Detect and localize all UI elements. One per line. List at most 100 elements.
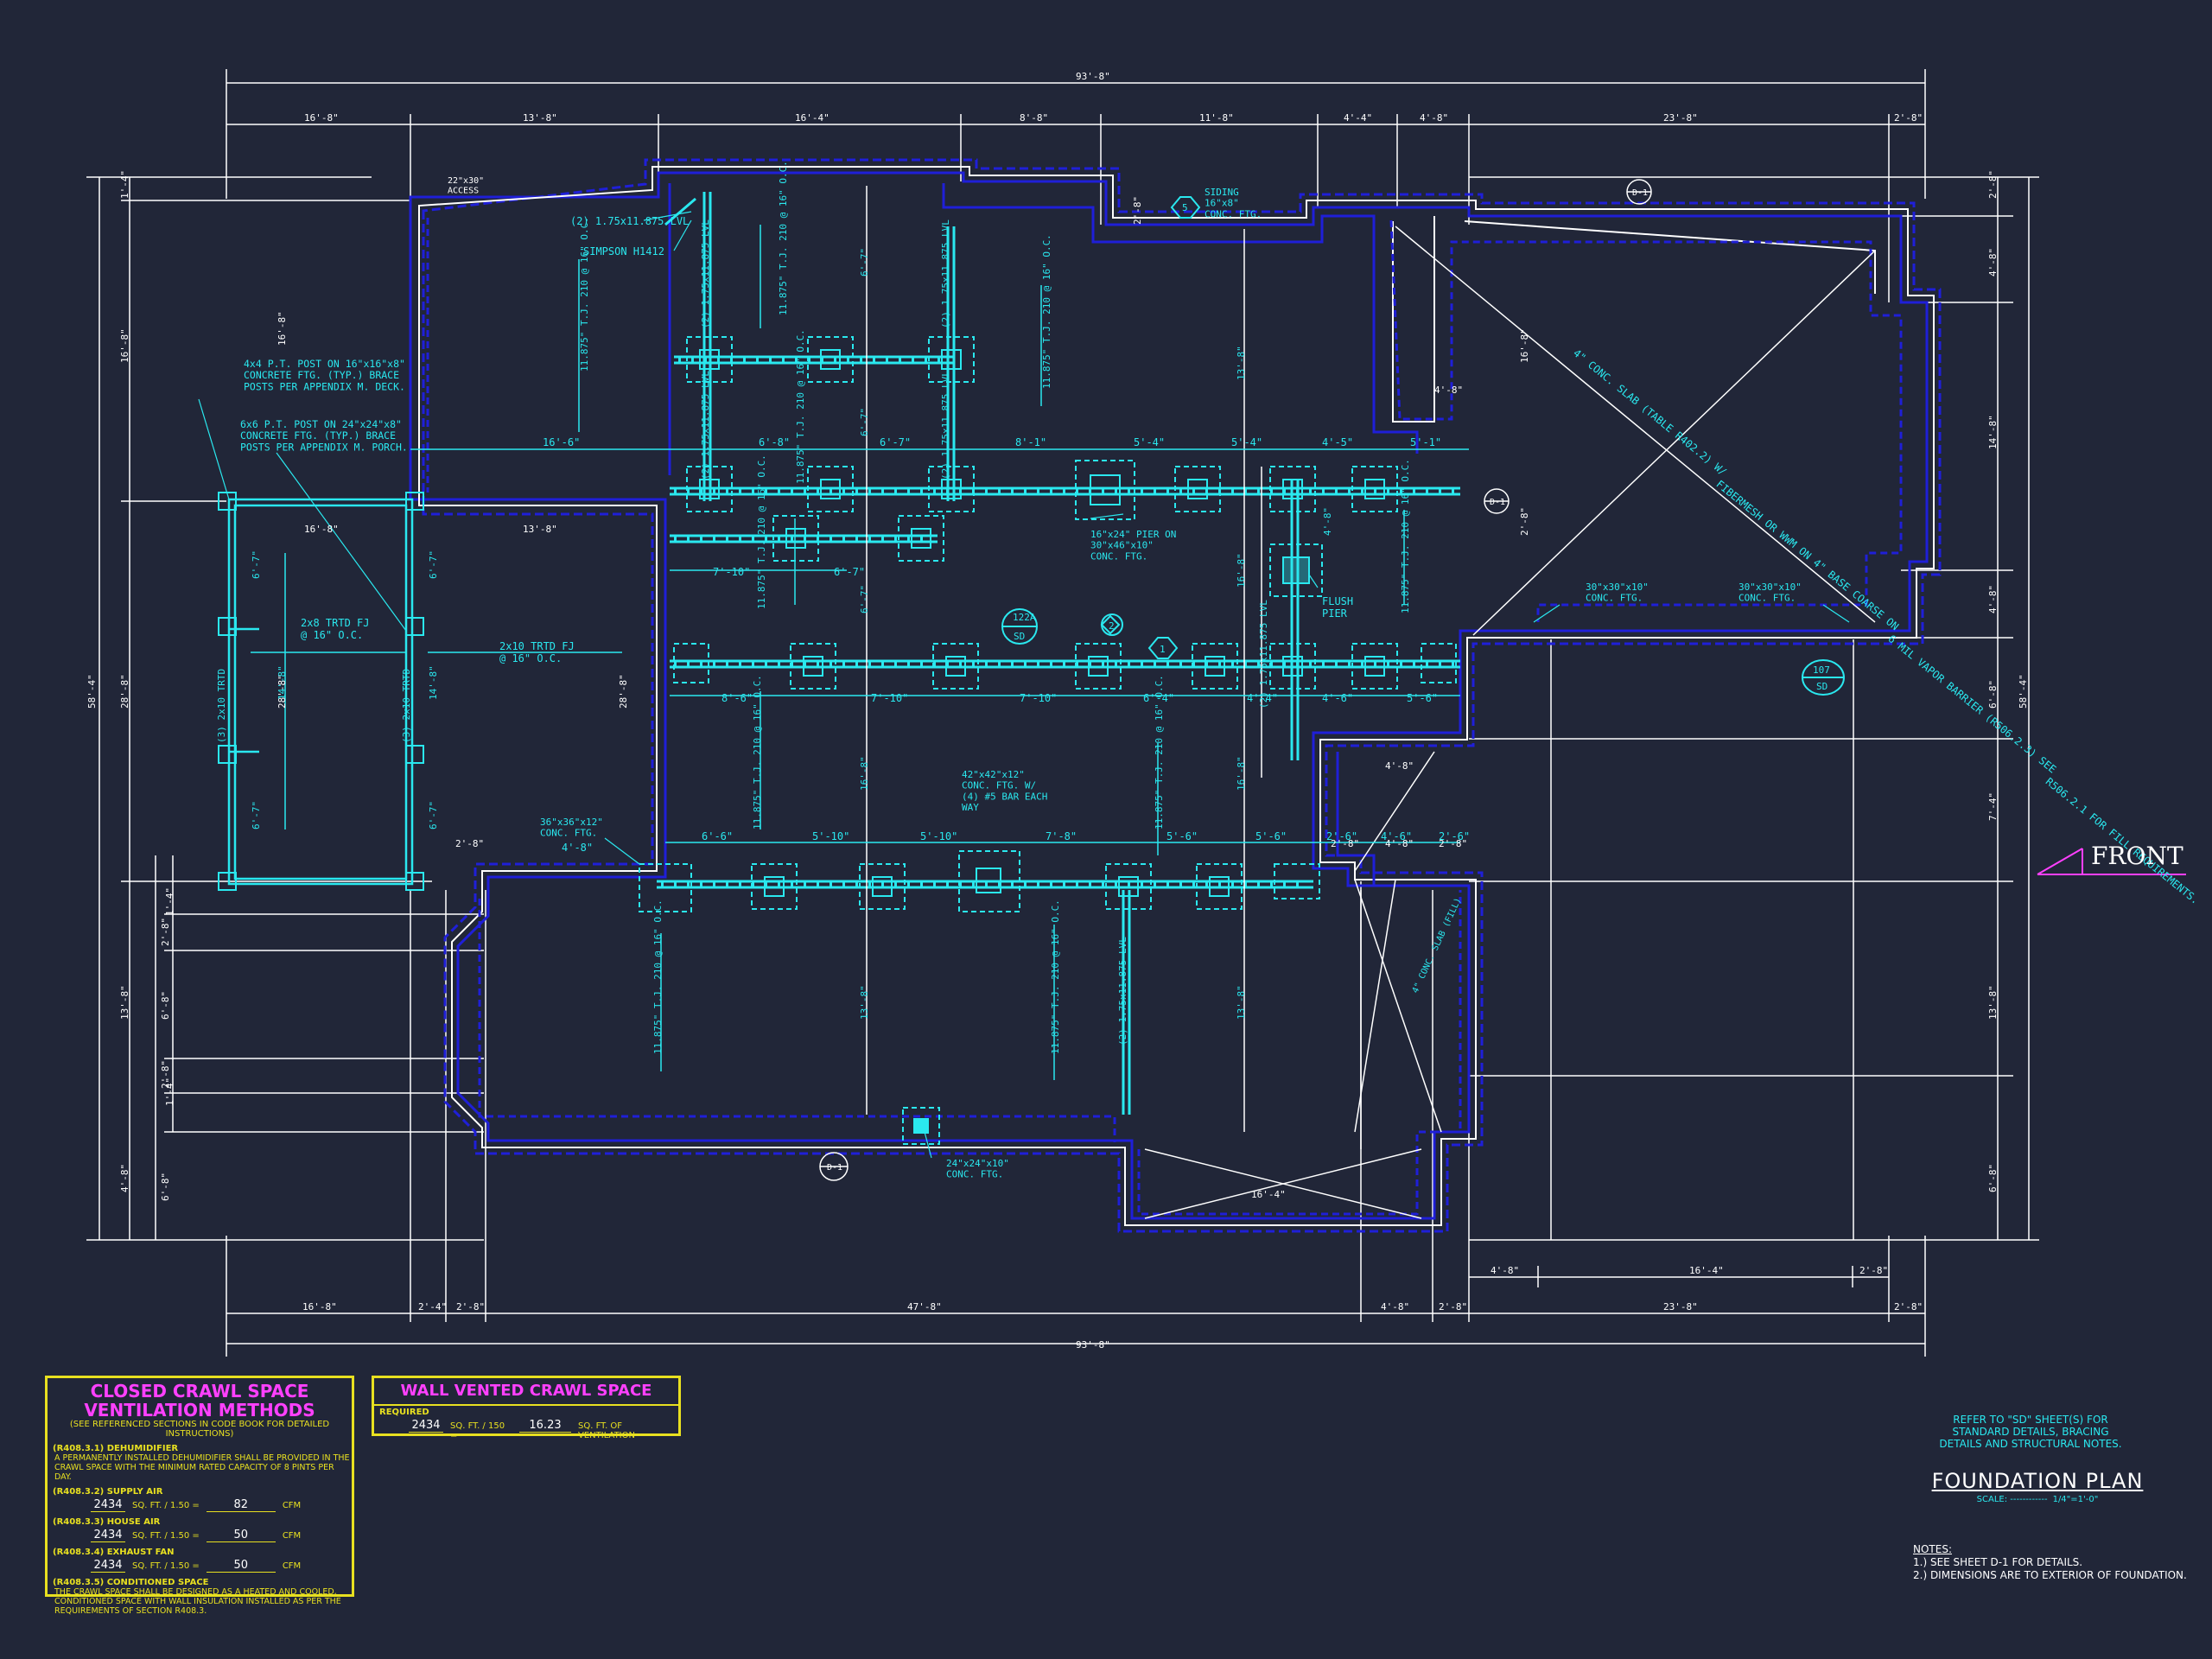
lvl-label: (2) 1.75x11.875 LVL: [570, 215, 689, 227]
tji-label: 11.875" T.J. 210 @ 16" O.C.: [756, 454, 767, 609]
left-dim: 1'-4": [119, 170, 130, 199]
v-dim: 16'-8": [859, 756, 870, 791]
left-dim: 4'-8": [119, 1164, 130, 1192]
vented-area-unit: SQ. FT. / 150 =: [450, 1421, 505, 1440]
tji-label: 11.875" T.J. 210 @ 16" O.C.: [579, 217, 590, 372]
bottom-upper-dim: 16'-4": [1689, 1265, 1724, 1276]
conditioned-space-heading: (R408.3.5) CONDITIONED SPACE: [53, 1578, 209, 1587]
interior-walls: [426, 183, 1903, 1216]
row1-dim: 4'-5": [1322, 436, 1353, 448]
house-air-cfm: 50: [206, 1529, 276, 1542]
front-label: FRONT: [2091, 842, 2183, 870]
right-dim: 2'-8": [1987, 170, 1999, 199]
white-dimension-text: 93'-8" 93'-8" 16'-8" 13'-8" 16'-4" 8'-8"…: [302, 71, 1923, 1351]
tji-label: 11.875" T.J. 210 @ 16" O.C.: [1050, 899, 1061, 1054]
closed-box-title-2: VENTILATION METHODS: [84, 1400, 315, 1421]
exhaust-fan-row: 2434 SQ. FT. / 1.50 = 50 CFM: [48, 1559, 352, 1573]
joist1-label: 2x8 TRTD FJ@ 16" O.C.: [301, 617, 369, 641]
small-cyan-dim: 4'-8": [562, 842, 593, 854]
small-dim: 2'-8": [455, 838, 484, 849]
row2-dim: 5'-6": [1407, 692, 1438, 704]
row2-dim: 4'-4": [1247, 692, 1278, 704]
supply-air-cfm: 82: [206, 1498, 276, 1512]
exhaust-fan-unit: SQ. FT. / 1.50 =: [132, 1561, 200, 1571]
row3-dim: 5'-10": [812, 830, 849, 842]
top-dim: 2'-8": [1894, 112, 1923, 124]
house-air-heading: (R408.3.3) HOUSE AIR: [53, 1517, 161, 1527]
closed-crawl-space-box: CLOSED CRAWL SPACE VENTILATION METHODS (…: [45, 1376, 354, 1616]
inner-dim: 2'-8": [1132, 196, 1143, 225]
leader-lines: [198, 211, 1850, 1159]
row1-dim: 5'-1": [1410, 436, 1441, 448]
row3-dim: 5'-6": [1166, 830, 1198, 842]
top-dim: 11'-8": [1199, 112, 1234, 124]
rotated-notes: 11.875" T.J. 210 @ 16" O.C. 11.875" T.J.…: [216, 161, 1464, 1054]
vertical-dimension-text: 58'-4" 58'-4" 1'-4" 16'-8" 28'-8" 13'-8"…: [86, 170, 2029, 1201]
vented-box-title: WALL VENTED CRAWL SPACE: [400, 1382, 652, 1400]
top-dim: 13'-8": [523, 112, 557, 124]
plan-title: FOUNDATION PLAN: [1931, 1469, 2144, 1493]
tag-5: 5: [1182, 202, 1188, 213]
lvl-label: (2) 1.75x11.875 LVL: [1117, 937, 1128, 1046]
right-dim: 4'-8": [1987, 585, 1999, 613]
refer-note: REFER TO "SD" SHEET(S) FOR STANDARD DETA…: [1927, 1414, 2134, 1450]
cyan-dimension-text: 16'-6" 6'-8" 6'-7" 8'-1" 5'-4" 5'-4" 4'-…: [543, 436, 1470, 854]
inner-dim: 2'-8": [160, 918, 171, 946]
v-dim: 13'-8": [1236, 985, 1247, 1020]
cyan-vertical-text: 6'-7" 6'-7" 6'-7" 16'-8" 13'-8" 13'-8" 1…: [251, 248, 1333, 1020]
exhaust-fan-heading: (R408.3.4) EXHAUST FAN: [53, 1548, 175, 1557]
lvl-label: (2) 1.75x11.875 LVL: [1258, 600, 1269, 709]
bottom-dim: 2'-8": [456, 1301, 485, 1313]
vented-result: 16.23: [519, 1419, 571, 1433]
top-dim: 16'-8": [304, 112, 339, 124]
v-dim: 6'-7": [859, 408, 870, 436]
top-overall-dim: 93'-8": [1076, 71, 1110, 82]
house-air-cfm-unit: CFM: [282, 1531, 302, 1541]
exhaust-fan-cfm: 50: [206, 1559, 276, 1573]
right-dim: 6'-8": [1987, 680, 1999, 709]
inner-dim: 2'-8": [1519, 507, 1530, 536]
cyan-dimension-strings: [251, 448, 1469, 843]
inner-dim: 16'-8": [276, 311, 288, 346]
row2-dim: 7'-10": [871, 692, 908, 704]
lvl-label: (2) 1.75x11.875 LVL: [700, 219, 711, 328]
top-dim: 8'-8": [1020, 112, 1048, 124]
scale-label: SCALE: ------------: [1976, 1495, 2048, 1504]
small-dim: 2'-8": [1439, 838, 1467, 849]
row3-dim: 4'-6": [1381, 830, 1412, 842]
porch-dim: 16'-8": [304, 524, 339, 535]
small-dim: 16'-4": [1251, 1189, 1286, 1200]
top-dim: 4'-8": [1420, 112, 1448, 124]
row3-dim: 5'-10": [920, 830, 957, 842]
row1-dim: 6'-8": [759, 436, 790, 448]
conditioned-space-body: THE CRAWL SPACE SHALL BE DESIGNED AS A H…: [54, 1587, 341, 1616]
ftg24-label: 24"x24"x10"CONC. FTG.: [946, 1158, 1009, 1180]
house-air-unit: SQ. FT. / 1.50 =: [132, 1531, 200, 1541]
v-dim: 4'-8": [1322, 507, 1333, 536]
detail-tags: [1001, 196, 1845, 696]
trtd-label: (3) 2x10 TRTD: [216, 669, 227, 743]
right-dim: 14'-8": [1987, 415, 1999, 449]
inner-dim: 2'-8": [160, 1060, 171, 1089]
post1-note: 4x4 P.T. POST ON 16"x16"x8"CONCRETE FTG.…: [244, 358, 405, 392]
wall-vented-crawl-space-box: WALL VENTED CRAWL SPACE REQUIRED 2434 SQ…: [372, 1376, 681, 1440]
inner-dim: 1'-4": [164, 887, 175, 916]
v-dim: 16'-8": [1236, 553, 1247, 588]
simpson-label: SIMPSON H1412: [583, 245, 664, 257]
left-overall-dim: 58'-4": [86, 674, 98, 709]
note-2: 2.) DIMENSIONS ARE TO EXTERIOR OF FOUNDA…: [1913, 1569, 2187, 1581]
bottom-overall-dim: 93'-8": [1076, 1339, 1110, 1351]
bottom-dim: 47'-8": [907, 1301, 942, 1313]
supply-air-row: 2434 SQ. FT. / 1.50 = 82 CFM: [48, 1498, 352, 1512]
tag-122a: 122A: [1013, 612, 1036, 623]
house-air-area: 2434: [91, 1529, 125, 1542]
post2-note: 6x6 P.T. POST ON 24"x24"x8"CONCRETE FTG.…: [240, 418, 408, 453]
vented-row: 2434 SQ. FT. / 150 = 16.23 SQ. FT. OF VE…: [374, 1419, 678, 1440]
tji-label: 11.875" T.J. 210 @ 16" O.C.: [778, 161, 789, 315]
bottom-dim: 2'-8": [1894, 1301, 1923, 1313]
joist-arrows: [284, 225, 1405, 1080]
section-tag: D-1: [1490, 498, 1505, 507]
tji-label: 11.875" T.J. 210 @ 16" O.C.: [1400, 459, 1411, 613]
